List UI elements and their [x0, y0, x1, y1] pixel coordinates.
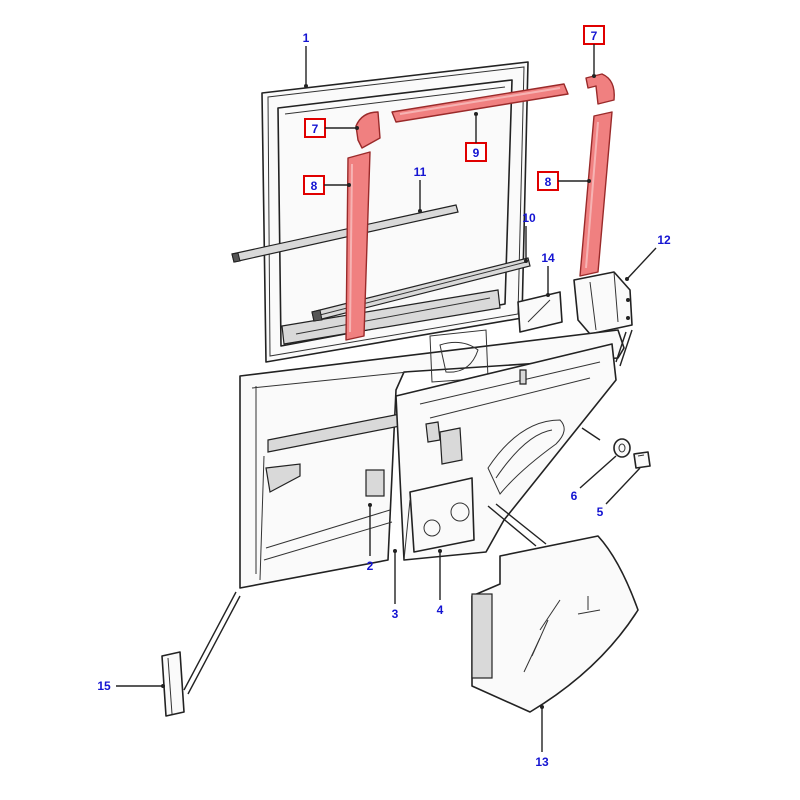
callout-5: 5: [597, 505, 604, 519]
callout-15: 15: [97, 679, 111, 693]
inner-waist-seal: [231, 204, 459, 263]
callout-8-right: 8: [545, 175, 552, 189]
washer: [613, 438, 631, 458]
callout-7-right: 7: [591, 29, 598, 43]
side-channel-seal-right: [579, 111, 613, 277]
callout-12: 12: [657, 233, 671, 247]
callout-8-left: 8: [311, 179, 318, 193]
door-shell: [239, 329, 625, 589]
upper-channel-seal: [391, 83, 569, 123]
corner-seal-left: [355, 111, 381, 149]
callout-10: 10: [522, 211, 536, 225]
callout-13: 13: [535, 755, 549, 769]
callout-9: 9: [473, 146, 480, 160]
callout-3: 3: [392, 607, 399, 621]
bolt: [633, 451, 651, 469]
channel-bracket: [573, 271, 633, 335]
door-inner-panel: [395, 343, 617, 561]
callout-11: 11: [414, 165, 427, 179]
callout-7-left: 7: [312, 122, 319, 136]
label-plate: [517, 291, 563, 333]
callout-4: 4: [437, 603, 444, 617]
corner-seal-right: [585, 73, 615, 105]
seal-block: [161, 651, 185, 717]
callout-6: 6: [571, 489, 578, 503]
callout-14: 14: [541, 251, 555, 265]
callout-2: 2: [367, 559, 374, 573]
callout-1: 1: [303, 31, 310, 45]
door-glass: [471, 535, 639, 713]
side-channel-seal-left: [345, 151, 371, 341]
